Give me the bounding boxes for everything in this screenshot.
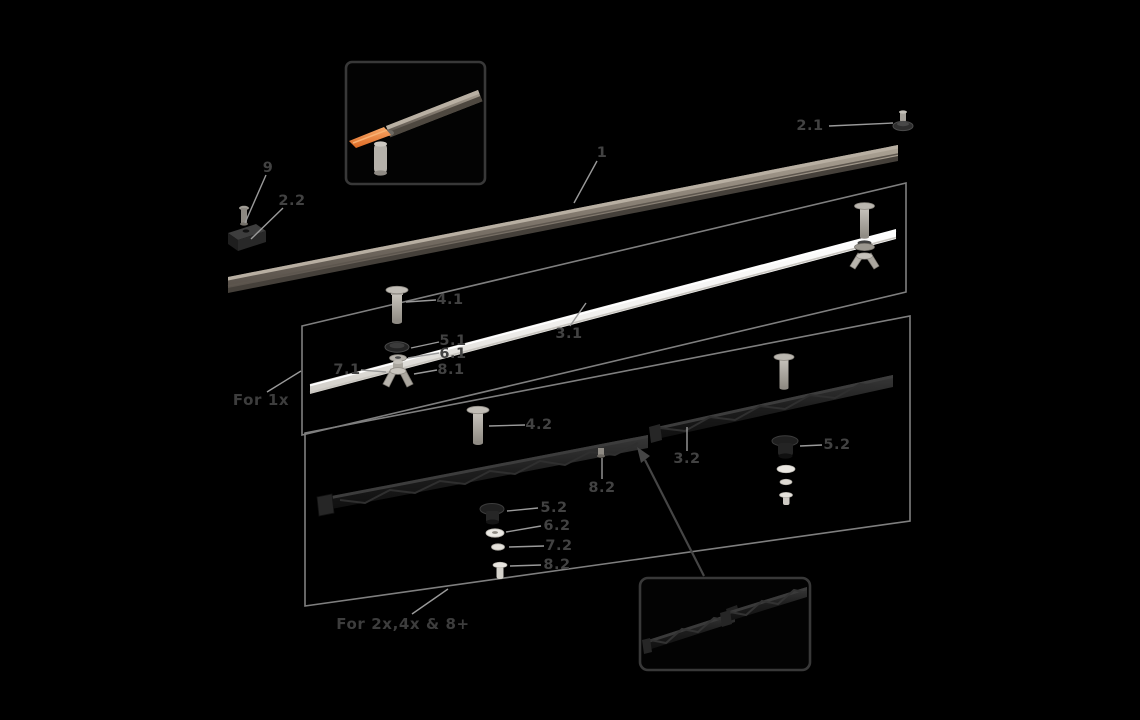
screw-8-2-part [492,561,508,579]
wingnut-8-1-part [382,367,414,388]
part-label-3-2: 3.2 [673,451,701,467]
detail-inset-junction [638,576,812,672]
screw-8-2-right-part [779,492,793,505]
end-screw-part [892,110,914,132]
bolt-4-1-part [385,285,409,324]
part-label-3-1: 3.1 [555,326,583,342]
spacer-7-2-part [491,543,505,551]
junction-arrow [637,447,705,577]
junction-rail-left [642,605,739,654]
part-label-4-2: 4.2 [525,417,553,433]
main-rail-part [227,145,899,293]
part-label-1: 1 [596,145,608,161]
part-label-8-2-installed: 8.2 [588,480,616,496]
part-label-5-2: 5.2 [540,500,568,516]
part-label-6-1: 6.1 [439,346,467,362]
screw-8-2-installed-part [597,448,605,458]
part-label-2-2: 2.2 [278,193,306,209]
leader-lines [244,122,894,615]
bolt-4-2-part [466,405,490,445]
part-label-2-1: 2.1 [796,118,824,134]
right-bolt-assembly [849,202,880,270]
caption-for-1x: For 1x [232,391,290,409]
cap-5-2-part [479,503,505,525]
locking-pin [374,141,387,176]
junction-rail-right [720,587,807,627]
part-label-5-1: 5.1 [439,333,467,349]
part-label-6-2: 6.2 [543,518,571,534]
section-box-1x [301,181,907,437]
cap-5-1-part [384,341,410,353]
white-rail-part [309,229,897,394]
washer-6-2-right-part [776,464,796,474]
detail-inset-endcap [344,60,487,186]
bolt-4-2-right-part [773,353,795,390]
part-label-7-1: 7.1 [333,362,361,378]
part-label-5-2-right: 5.2 [823,437,851,453]
part-label-4-1: 4.1 [436,292,464,308]
section-box-multi [304,315,911,607]
part-label-7-2: 7.2 [545,538,573,554]
caption-for-multi: For 2x,4x & 8+ [336,615,470,633]
spacer-7-2-right-part [779,478,793,486]
part-label-8-2: 8.2 [543,557,571,573]
end-cap-screw-part [239,205,249,226]
part-label-8-1: 8.1 [437,362,465,378]
black-rail-left-part [316,435,648,517]
cap-5-2-right-part [771,435,799,459]
black-rail-right-part [649,375,893,443]
pry-tool [349,127,391,148]
part-label-9: 9 [262,160,274,176]
end-cap-part [228,224,266,251]
washer-6-2-part [485,528,505,538]
rail-end-closeup [384,90,483,138]
